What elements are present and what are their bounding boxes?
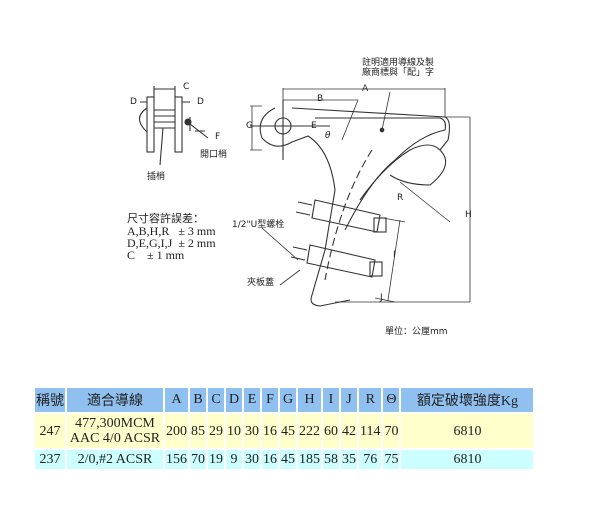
tolerance-line: C ± 1 mm — [127, 248, 185, 262]
dimension-cell: 58 — [323, 450, 339, 469]
column-header: E — [244, 388, 260, 412]
dimension-cell: 185 — [298, 450, 321, 469]
dim-C: C — [183, 82, 190, 92]
pin-label: 插梢 — [147, 172, 166, 182]
column-header: 稱號 — [35, 388, 65, 412]
dimension-cell: 70 — [190, 450, 206, 469]
dimension-cell: 45 — [280, 450, 296, 469]
tolerance-block: 尺寸容許誤差： A,B,H,R ± 3 mm D,E,G,I,J ± 2 mm … — [127, 212, 216, 262]
dim-F: F — [215, 132, 221, 142]
dimension-cell: 70 — [383, 414, 400, 448]
clamp-body — [250, 100, 451, 307]
column-header: J — [341, 388, 357, 412]
column-header: F — [262, 388, 278, 412]
dimension-cell: 16 — [262, 414, 278, 448]
column-header: A — [165, 388, 188, 412]
dimension-cell: 156 — [165, 450, 188, 469]
dim-A: A — [362, 84, 369, 94]
tolerance-line: A,B,H,R ± 3 mm — [127, 224, 216, 238]
dimension-cell: 222 — [298, 414, 321, 448]
dimension-cell: 19 — [208, 450, 224, 469]
column-header: C — [208, 388, 224, 412]
dim-theta: θ — [325, 131, 331, 141]
unit-label: 單位：公厘mm — [385, 327, 448, 337]
dim-B: B — [317, 94, 324, 104]
conductor-line: 2/0,#2 ACSR — [77, 452, 153, 467]
strength-cell: 6810 — [401, 414, 534, 448]
column-header: H — [298, 388, 321, 412]
column-header: B — [190, 388, 206, 412]
conductor-cell: 2/0,#2 ACSR — [67, 450, 163, 469]
dim-D-right: D — [197, 97, 204, 107]
column-header: D — [226, 388, 242, 412]
conductor-line: AAC 4/0 ACSR — [69, 431, 161, 446]
note-line1: 註明適用導線及製 — [362, 58, 435, 68]
model-cell: 247 — [35, 414, 65, 448]
column-header: Θ — [383, 388, 400, 412]
dimension-cell: 114 — [359, 414, 382, 448]
tolerance-title: 尺寸容許誤差： — [127, 212, 204, 225]
dim-R: R — [397, 193, 404, 203]
u-bolt-label: 1/2"U型螺栓 — [232, 220, 285, 230]
dim-H: H — [465, 210, 472, 220]
dimension-cell: 85 — [190, 414, 206, 448]
column-header: I — [323, 388, 339, 412]
dimension-lines — [250, 88, 471, 303]
dimension-cell: 76 — [359, 450, 382, 469]
dimension-cell: 60 — [323, 414, 339, 448]
dimension-cell: 45 — [280, 414, 296, 448]
dimension-cell: 75 — [383, 450, 400, 469]
dimension-cell: 42 — [341, 414, 357, 448]
column-header: 額定破壞強度Kg — [401, 388, 534, 412]
dimension-cell: 29 — [208, 414, 224, 448]
pin-detail — [138, 86, 209, 166]
dimension-cell: 9 — [226, 450, 242, 469]
dim-D-left: D — [130, 97, 137, 107]
note-line2: 廠商標與「配」字 — [362, 68, 435, 78]
column-header: 適合導線 — [67, 388, 163, 412]
cover-plate-label: 夾板蓋 — [247, 278, 275, 288]
dimension-cell: 30 — [244, 450, 260, 469]
dimension-cell: 35 — [341, 450, 357, 469]
dimension-cell: 16 — [262, 450, 278, 469]
clamp-technical-drawing — [138, 86, 471, 307]
dimension-cell: 10 — [226, 414, 242, 448]
dim-G: G — [246, 121, 253, 131]
tolerance-line: D,E,G,I,J ± 2 mm — [127, 236, 216, 250]
column-header: G — [280, 388, 296, 412]
model-cell: 237 — [35, 450, 65, 469]
dimension-cell: 30 — [244, 414, 260, 448]
dim-I: I — [393, 250, 396, 260]
cotter-pin-label: 開口梢 — [200, 150, 228, 160]
conductor-line: 477,300MCM — [75, 416, 155, 431]
dimension-cell: 200 — [165, 414, 188, 448]
strength-cell: 6810 — [401, 450, 534, 469]
column-header: R — [359, 388, 382, 412]
dim-E: E — [311, 121, 317, 131]
dim-J: J — [380, 293, 383, 303]
